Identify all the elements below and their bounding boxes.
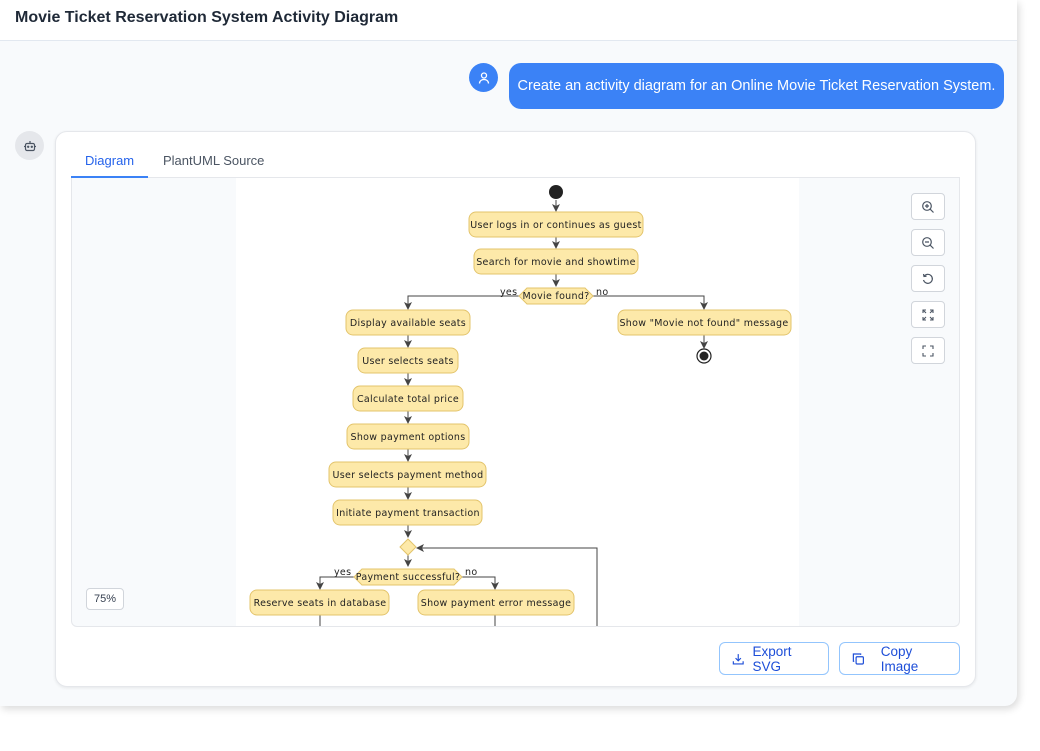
svg-text:Show payment error message: Show payment error message	[421, 598, 572, 609]
node-not-found: Show "Movie not found" message	[617, 309, 792, 336]
page-title: Movie Ticket Reservation System Activity…	[15, 9, 399, 26]
zoom-controls	[911, 193, 946, 373]
edge-yes-reserve	[316, 576, 354, 590]
label-no-1: no	[596, 287, 608, 298]
fullscreen-icon	[922, 344, 934, 357]
diagram-viewport[interactable]: User logs in or continues as guest Searc…	[71, 178, 960, 627]
node-reserve: Reserve seats in database	[249, 589, 390, 616]
zoom-out-icon	[922, 236, 934, 249]
svg-text:Calculate total price: Calculate total price	[357, 394, 459, 405]
user-icon	[478, 71, 489, 84]
label-yes-1: yes	[500, 287, 517, 298]
user-avatar	[469, 63, 498, 92]
fullscreen-button[interactable]	[911, 337, 945, 364]
reset-view-button[interactable]	[911, 265, 945, 292]
node-payment-options: Show payment options	[346, 423, 470, 450]
decision-movie-found: Movie found?	[518, 287, 594, 305]
export-svg-button[interactable]: Export SVG	[719, 642, 829, 675]
fit-icon	[922, 308, 934, 321]
edge-yes-display	[404, 295, 519, 310]
node-pay-error: Show payment error message	[417, 589, 575, 616]
bot-avatar	[15, 131, 44, 160]
copy-icon	[852, 652, 864, 665]
tab-plantuml-source[interactable]: PlantUML Source	[163, 153, 265, 168]
label-no-2: no	[465, 567, 477, 578]
zoom-in-icon	[922, 200, 934, 213]
svg-text:Display available seats: Display available seats	[350, 318, 466, 329]
activity-diagram: User logs in or continues as guest Searc…	[249, 185, 792, 626]
svg-text:User selects payment method: User selects payment method	[333, 470, 484, 481]
decision-payment-ok: Payment successful?	[353, 568, 463, 586]
svg-text:Movie found?: Movie found?	[522, 291, 589, 302]
node-calc-price: Calculate total price	[352, 385, 464, 412]
download-icon	[732, 653, 744, 664]
fit-view-button[interactable]	[911, 301, 945, 328]
node-search: Search for movie and showtime	[473, 248, 639, 275]
svg-text:User selects seats: User selects seats	[362, 356, 454, 367]
app-window: Movie Ticket Reservation System Activity…	[0, 0, 1017, 687]
diagram-canvas: User logs in or continues as guest Searc…	[236, 178, 799, 626]
start-node	[549, 185, 563, 199]
svg-text:Show "Movie not found" message: Show "Movie not found" message	[619, 318, 788, 329]
svg-text:Reserve seats in database: Reserve seats in database	[254, 598, 387, 609]
node-login: User logs in or continues as guest	[468, 211, 644, 238]
svg-text:Show payment options: Show payment options	[351, 432, 466, 443]
merge-node	[399, 538, 417, 556]
assistant-response-card: Diagram PlantUML Source	[55, 131, 976, 687]
export-svg-label: Export SVG	[752, 643, 792, 674]
svg-text:Payment successful?: Payment successful?	[356, 572, 461, 583]
node-select-method: User selects payment method	[328, 461, 487, 488]
zoom-out-button[interactable]	[911, 229, 945, 256]
title-bar: Movie Ticket Reservation System Activity…	[0, 0, 1017, 41]
node-select-seats: User selects seats	[357, 347, 459, 374]
tab-bar: Diagram PlantUML Source	[71, 152, 960, 178]
edge-no-error	[462, 576, 499, 590]
svg-text:Initiate payment transaction: Initiate payment transaction	[336, 508, 480, 519]
edge-no-notfound	[593, 295, 708, 310]
label-yes-2: yes	[334, 567, 351, 578]
tab-diagram[interactable]: Diagram	[71, 152, 149, 178]
copy-image-label: Copy Image	[880, 643, 919, 674]
node-display-seats: Display available seats	[345, 309, 471, 336]
end-node	[696, 348, 712, 364]
copy-image-button[interactable]: Copy Image	[839, 642, 960, 675]
svg-text:Search for movie and showtime: Search for movie and showtime	[476, 257, 636, 268]
svg-text:User logs in or continues as g: User logs in or continues as guest	[470, 220, 641, 231]
zoom-in-button[interactable]	[911, 193, 945, 220]
user-message: Create an activity diagram for an Online…	[509, 63, 1004, 109]
reset-icon	[922, 273, 933, 284]
bot-icon	[23, 140, 36, 151]
edge-loop-back	[416, 544, 598, 626]
node-initiate: Initiate payment transaction	[332, 499, 483, 526]
zoom-level-indicator: 75%	[86, 588, 124, 610]
